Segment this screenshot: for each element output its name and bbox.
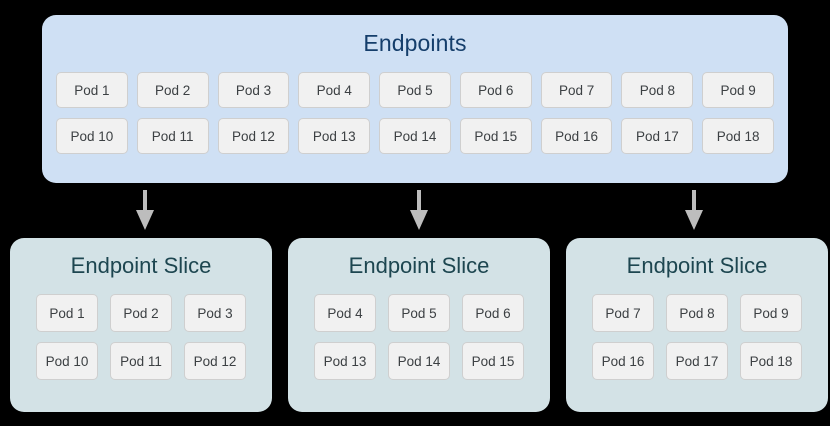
- pod-box: Pod 16: [540, 118, 613, 154]
- pod-box: Pod 18: [702, 118, 775, 154]
- pod-box: Pod 9: [740, 294, 802, 332]
- pod-box: Pod 5: [388, 294, 450, 332]
- pod-box: Pod 7: [540, 72, 613, 108]
- pod-box: Pod 8: [666, 294, 728, 332]
- pod-box: Pod 12: [184, 342, 246, 380]
- pod-box: Pod 15: [459, 118, 532, 154]
- pod-box: Pod 2: [110, 294, 172, 332]
- pod-box: Pod 14: [388, 342, 450, 380]
- pod-box: Pod 2: [136, 72, 209, 108]
- pod-box: Pod 12: [217, 118, 290, 154]
- pod-box: Pod 16: [592, 342, 654, 380]
- pod-box: Pod 9: [702, 72, 775, 108]
- endpoint-slice-title: Endpoint Slice: [70, 253, 212, 278]
- endpoint-slice-pod-row-2: Pod 16 Pod 17 Pod 18: [592, 342, 802, 380]
- pod-box: Pod 11: [136, 118, 209, 154]
- pod-box: Pod 6: [459, 72, 532, 108]
- endpoint-slice-pod-row-2: Pod 13 Pod 14 Pod 15: [314, 342, 524, 380]
- endpoint-slice-pod-grid: Pod 4 Pod 5 Pod 6 Pod 13 Pod 14 Pod 15: [314, 294, 524, 390]
- endpoints-pod-row-2: Pod 10 Pod 11 Pod 12 Pod 13 Pod 14 Pod 1…: [56, 118, 775, 154]
- endpoint-slice-pod-row-1: Pod 4 Pod 5 Pod 6: [314, 294, 524, 332]
- arrow-down-icon-1: [133, 190, 157, 230]
- pod-box: Pod 7: [592, 294, 654, 332]
- endpoints-title: Endpoints: [363, 30, 467, 56]
- pod-box: Pod 17: [666, 342, 728, 380]
- endpoint-slice-card-3: Endpoint Slice Pod 7 Pod 8 Pod 9 Pod 16 …: [566, 238, 828, 412]
- pod-box: Pod 3: [184, 294, 246, 332]
- pod-box: Pod 3: [217, 72, 290, 108]
- pod-box: Pod 11: [110, 342, 172, 380]
- pod-box: Pod 4: [314, 294, 376, 332]
- pod-box: Pod 6: [462, 294, 524, 332]
- endpoint-slice-card-2: Endpoint Slice Pod 4 Pod 5 Pod 6 Pod 13 …: [288, 238, 550, 412]
- endpoint-slice-card-1: Endpoint Slice Pod 1 Pod 2 Pod 3 Pod 10 …: [10, 238, 272, 412]
- pod-box: Pod 10: [36, 342, 98, 380]
- endpoint-slice-pod-row-1: Pod 1 Pod 2 Pod 3: [36, 294, 246, 332]
- pod-box: Pod 17: [621, 118, 694, 154]
- endpoints-pod-row-1: Pod 1 Pod 2 Pod 3 Pod 4 Pod 5 Pod 6 Pod …: [56, 72, 775, 108]
- endpoint-slice-pod-grid: Pod 1 Pod 2 Pod 3 Pod 10 Pod 11 Pod 12: [36, 294, 246, 390]
- endpoint-slice-title: Endpoint Slice: [626, 253, 768, 278]
- pod-box: Pod 8: [621, 72, 694, 108]
- endpoint-slice-pod-row-2: Pod 10 Pod 11 Pod 12: [36, 342, 246, 380]
- pod-box: Pod 1: [36, 294, 98, 332]
- pod-box: Pod 1: [56, 72, 128, 108]
- arrow-down-icon-2: [407, 190, 431, 230]
- pod-box: Pod 13: [314, 342, 376, 380]
- endpoint-slice-pod-grid: Pod 7 Pod 8 Pod 9 Pod 16 Pod 17 Pod 18: [592, 294, 802, 390]
- pod-box: Pod 4: [298, 72, 371, 108]
- endpoint-slice-pod-row-1: Pod 7 Pod 8 Pod 9: [592, 294, 802, 332]
- pod-box: Pod 15: [462, 342, 524, 380]
- arrow-down-icon-3: [682, 190, 706, 230]
- pod-box: Pod 18: [740, 342, 802, 380]
- pod-box: Pod 10: [56, 118, 128, 154]
- endpoints-pod-grid: Pod 1 Pod 2 Pod 3 Pod 4 Pod 5 Pod 6 Pod …: [56, 72, 775, 164]
- pod-box: Pod 14: [379, 118, 451, 154]
- endpoints-card: Endpoints Pod 1 Pod 2 Pod 3 Pod 4 Pod 5 …: [42, 15, 788, 183]
- pod-box: Pod 13: [298, 118, 371, 154]
- pod-box: Pod 5: [379, 72, 451, 108]
- endpoint-slice-title: Endpoint Slice: [348, 253, 490, 278]
